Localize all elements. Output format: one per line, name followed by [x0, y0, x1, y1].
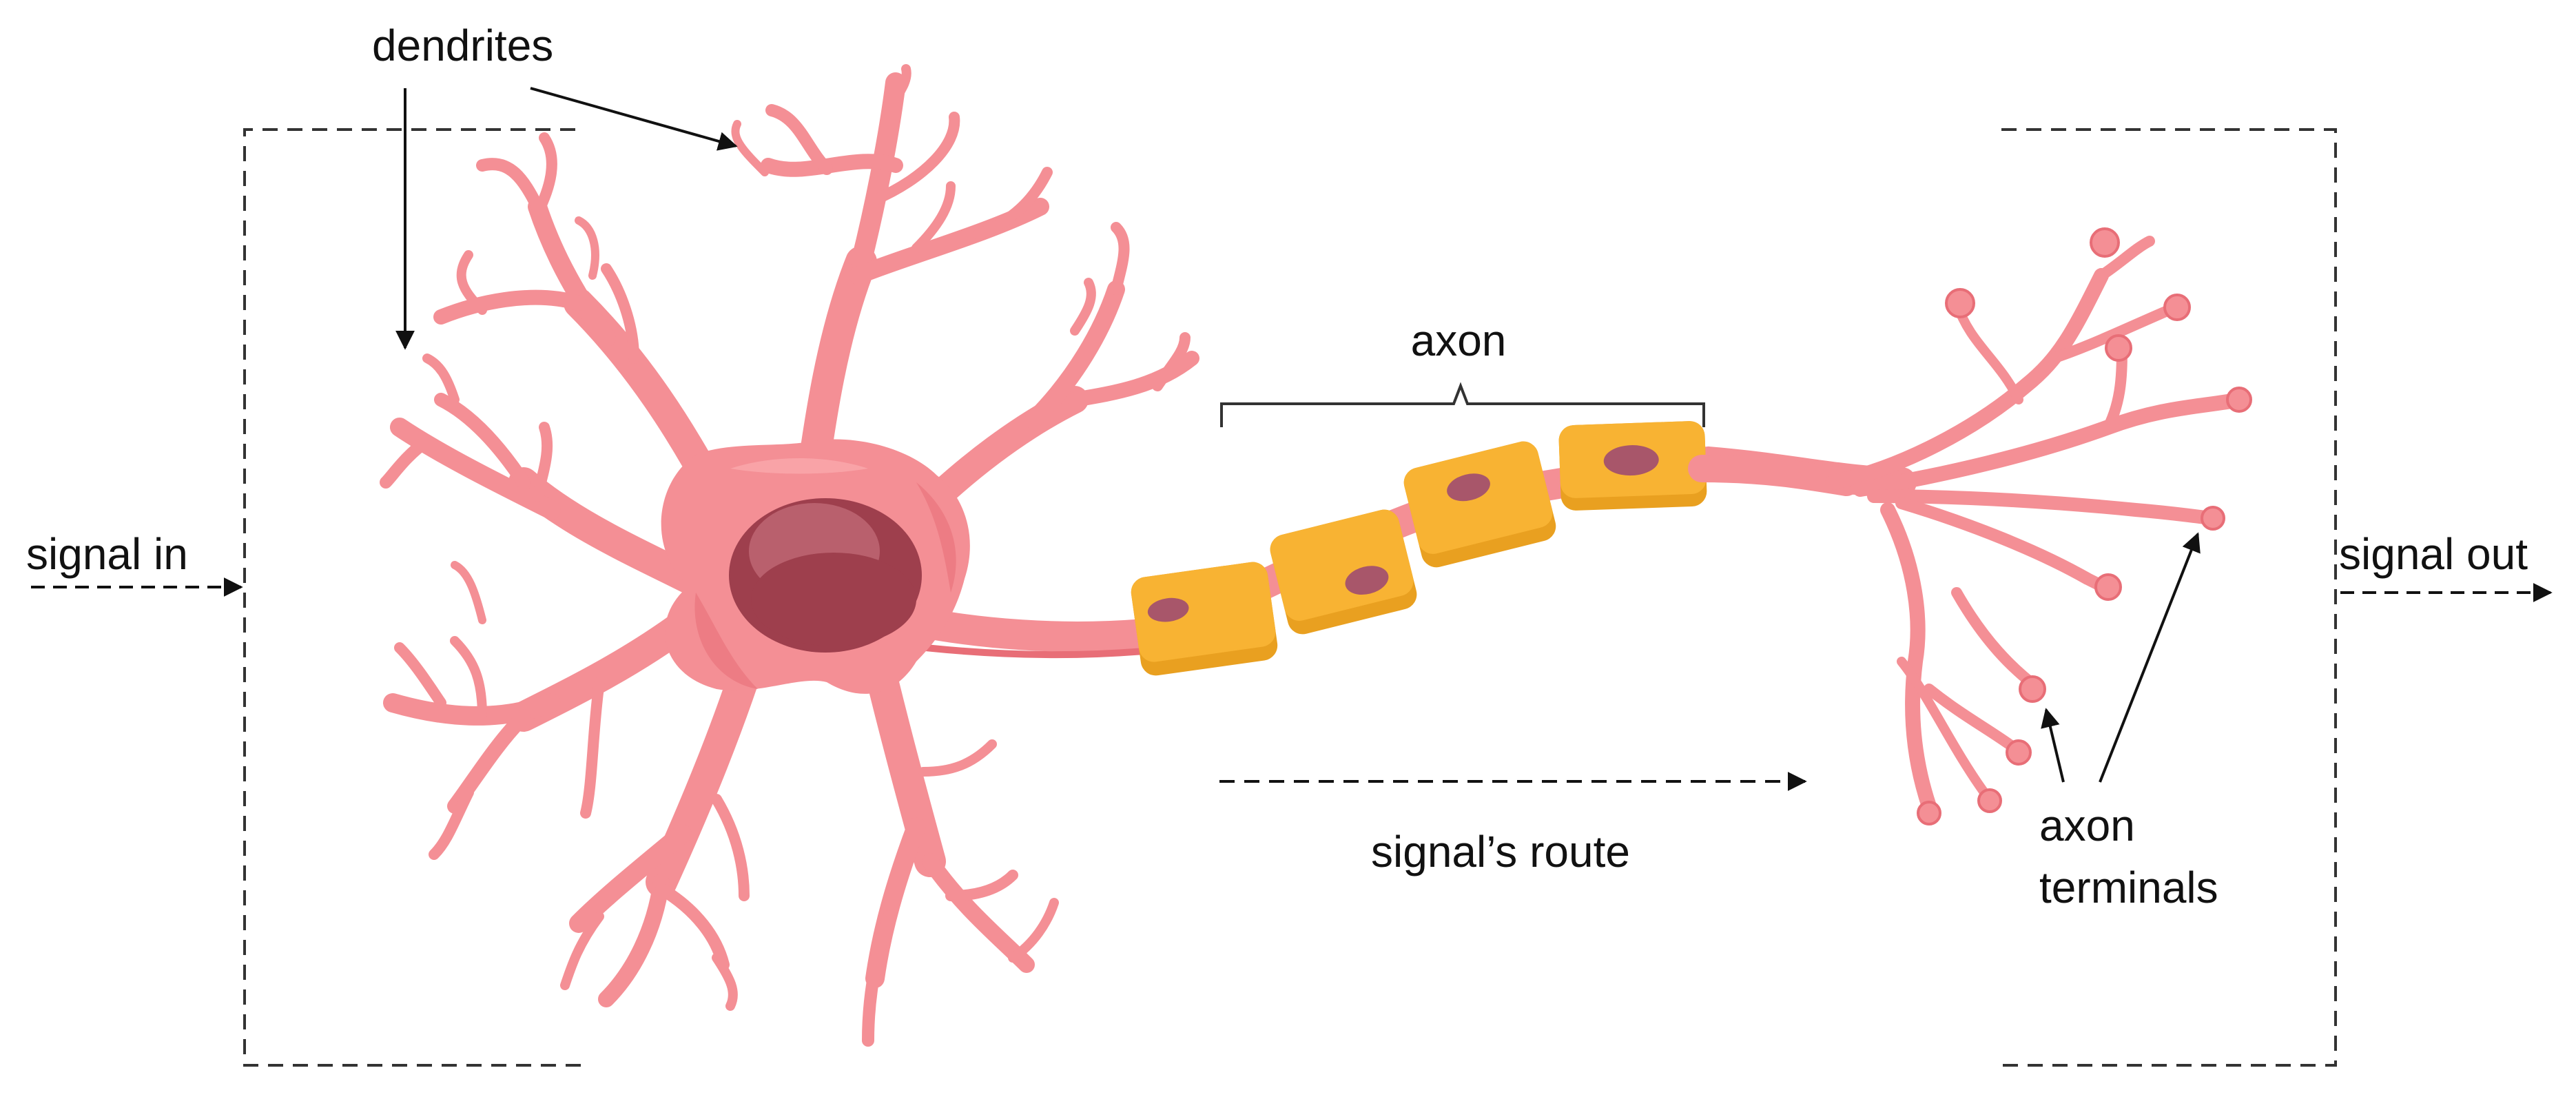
neuron	[380, 64, 2252, 1047]
input-region-box	[243, 128, 586, 1067]
axon-terminals-label-line1: axon	[2039, 801, 2135, 850]
axon-bracket	[1220, 382, 1705, 427]
signal-in-label: signal in	[26, 529, 188, 579]
dendrites-label: dendrites	[372, 21, 553, 70]
nucleus	[729, 498, 922, 653]
myelin-segment	[1403, 441, 1556, 568]
myelin-segment	[1270, 509, 1417, 635]
signal-out-label: signal out	[2339, 529, 2528, 579]
output-region-box	[1995, 128, 2337, 1067]
signals-route-label: signal’s route	[1371, 827, 1630, 876]
myelin-sheath	[1131, 421, 1707, 676]
dendrites-arrow-right	[530, 87, 738, 151]
axon-label: axon	[1411, 316, 1507, 365]
axon-terminal-bulbs	[1917, 227, 2252, 825]
axon-terminals-label-line2: terminals	[2039, 863, 2218, 912]
myelin-segment	[1131, 562, 1278, 676]
myelin-segment	[1558, 421, 1707, 511]
axon-terminals-arrow-short	[2041, 708, 2065, 783]
axon-terminal-branches	[1688, 236, 2247, 814]
axon-terminals-arrow-long	[2099, 532, 2201, 783]
